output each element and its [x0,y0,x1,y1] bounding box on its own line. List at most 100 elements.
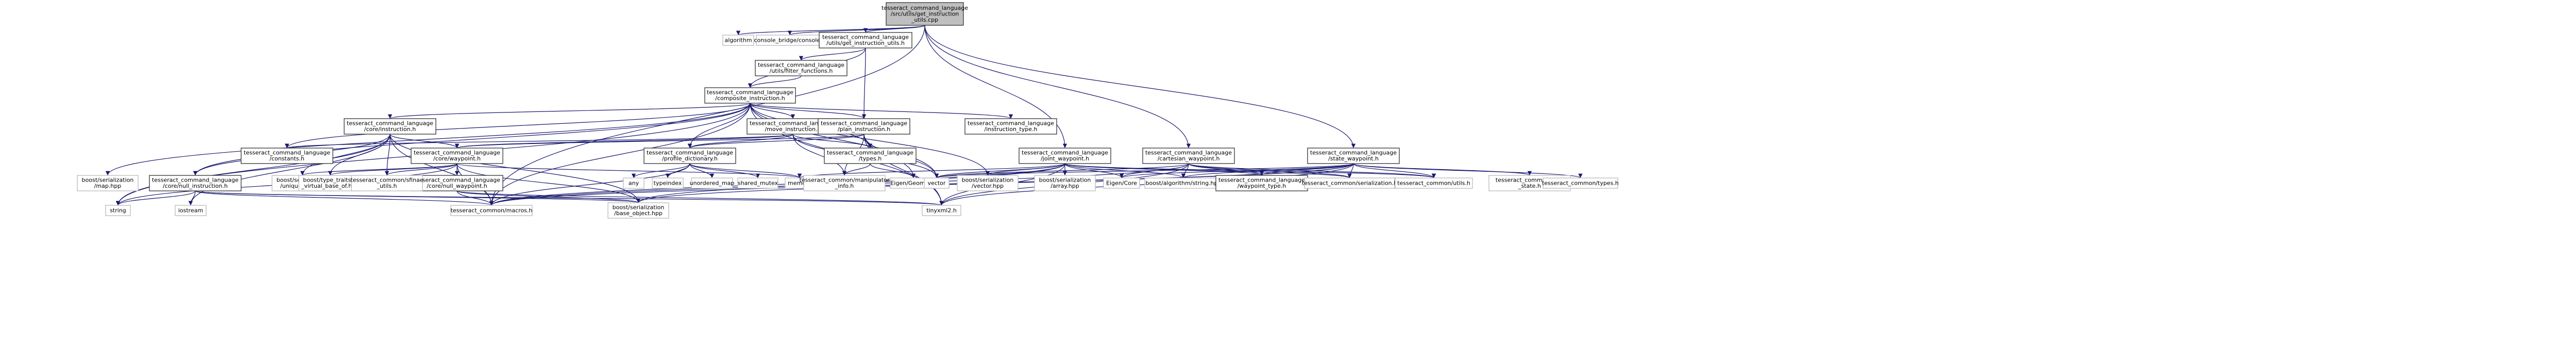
node-label: tesseract_command_language [414,177,500,184]
edge-move_instruction-to-constants [285,134,793,149]
node-label: _utils.h [376,183,397,189]
node-common-utils: tesseract_common/utils.h [1395,177,1473,189]
edge-composite-to-macros [489,103,751,206]
edge-composite-to-core_instruction [388,103,751,119]
node-types[interactable]: tesseract_command_language/types.h [824,148,917,164]
edge-root-to-algorithm [736,25,925,36]
node-label: /core/null_waypoint.h [427,183,487,189]
node-plan-instruction[interactable]: tesseract_command_language/plan_instruct… [818,118,910,135]
node-common-types: tesseract_common/types.h [1542,177,1619,189]
node-box [755,60,848,76]
edge-types-to-manipulator_info [842,163,871,176]
edge-root-to-joint_waypoint [924,25,1067,149]
node-label: string [110,207,126,214]
edge-null_instruction-to-iostream [188,190,196,206]
node-profile-dictionary[interactable]: tesseract_command_language/profile_dicti… [643,148,736,164]
node-filter[interactable]: tesseract_command_language/utils/filter_… [755,60,848,76]
node-label: /plan_instruction.h [838,126,890,133]
node-label: /move_instruction.h [765,126,821,133]
edge-state_waypoint-to-waypoint_type [1259,163,1354,176]
edge-profile_dictionary-to-unordered_map [689,163,715,178]
edge-profile_dictionary-to-any [631,163,690,178]
node-label: tesseract_command_language [882,5,968,11]
node-box [964,118,1057,135]
edge-joint_waypoint-to-eigen_core [1064,163,1124,178]
node-boost-algorithm: boost/algorithm/string.hpp [1144,177,1223,189]
node-label: tesseract_command_language [244,150,330,156]
node-state-waypoint[interactable]: tesseract_command_language/state_waypoin… [1307,148,1400,164]
node-console: console_bridge/console.h [754,35,826,46]
node-composite[interactable]: tesseract_command_language/composite_ins… [704,87,796,104]
node-sfinae: tesseract_common/sfinae_utils.h [350,175,423,191]
node-boost-array: boost/serialization/array.hpp [1034,175,1096,191]
node-cartesian-waypoint[interactable]: tesseract_command_language/cartesian_way… [1142,148,1235,164]
node-box [1034,175,1096,191]
node-instruction-type[interactable]: tesseract_command_language/instruction_t… [964,118,1057,135]
node-label: iostream [178,207,203,214]
node-label: /types.h [859,155,882,162]
edge-plan_instruction-to-profile_dictionary [688,134,865,149]
edge-root-to-state_waypoint [924,25,1356,149]
node-core-instruction[interactable]: tesseract_command_language/core/instruct… [344,118,436,135]
node-label: /utils/filter_functions.h [770,68,833,74]
node-box [607,202,669,219]
edge-plan_instruction-to-tinyxml2 [863,134,944,206]
node-macros: tesseract_common/macros.h [450,205,533,216]
node-label: boost/algorithm/string.hpp [1146,180,1222,186]
node-label: any [629,180,639,186]
node-label: tesseract_command_language [1218,177,1305,184]
node-box [886,2,964,26]
edge-core_waypoint-to-base_object [456,163,641,203]
node-null-waypoint[interactable]: tesseract_command_language/core/null_way… [411,175,503,191]
node-label: tesseract_command_language [647,150,733,156]
node-label: _state.h [1518,183,1541,189]
node-label: tesseract_command_language [758,62,844,69]
edge-state_waypoint-to-eigen_core [1120,163,1354,178]
node-label: /vector.hpp [972,183,1004,189]
node-box [149,175,242,191]
node-algorithm: algorithm [722,35,754,46]
node-label: boost/type_traits/is [303,177,358,184]
edge-core_waypoint-to-boost_type_traits [328,163,457,176]
node-box [1543,177,1618,189]
node-box [957,175,1019,191]
node-joint-waypoint[interactable]: tesseract_command_language/joint_waypoin… [1019,148,1111,164]
node-get-utils[interactable]: tesseract_command_language/utils/get_ins… [819,32,912,48]
node-label: boost/serialization [962,177,1014,184]
edge-core_instruction-to-core_waypoint [389,134,460,149]
node-label: /profile_dictionary.h [662,155,718,162]
node-label: tesseract_common/serialization.h [1302,180,1397,186]
node-box [1103,177,1140,189]
node-constants[interactable]: tesseract_command_language/constants.h [241,148,333,164]
node-core-waypoint[interactable]: tesseract_command_language/core/waypoint… [411,148,503,164]
node-label: tesseract_common/macros.h [451,207,533,214]
node-unordered-map: unordered_map [690,177,735,189]
node-label: tesseract_command_language [968,120,1054,127]
node-label: tesseract_command_language [827,150,913,156]
node-label: /constants.h [269,155,304,162]
node-label: /array.hpp [1050,183,1079,189]
edge-state_waypoint-to-common_utils [1353,163,1436,178]
edge-composite-to-plan_instruction [750,103,867,119]
node-box [623,177,645,189]
node-label: tesseract_command_language [1145,150,1232,156]
node-label: tesseract_command_language [1022,150,1108,156]
edge-composite-to-move_instruction [750,103,795,119]
node-label: /src/utils/get_instruction [891,10,959,17]
edge-composite-to-boost_map [105,103,751,176]
edge-core_instruction-to-base_object [389,134,641,203]
node-label: /core/instruction.h [364,126,416,133]
node-box [175,205,207,216]
node-waypoint-type[interactable]: tesseract_command_language/waypoint_type… [1215,175,1308,191]
node-label: unordered_map [690,180,735,186]
node-label: vector [928,180,946,186]
node-label: tesseract_command_language [414,150,500,156]
node-box [1215,175,1308,191]
edge-composite-to-instruction_type [750,103,1013,119]
node-label: tesseract_command_language [1310,150,1397,156]
node-box [411,148,503,164]
edge-cartesian_waypoint-to-vector [935,163,1189,178]
edge-null_instruction-to-macros [195,190,494,206]
edge-move_instruction-to-types [792,134,873,149]
node-null-instruction[interactable]: tesseract_command_language/core/null_ins… [149,175,242,191]
